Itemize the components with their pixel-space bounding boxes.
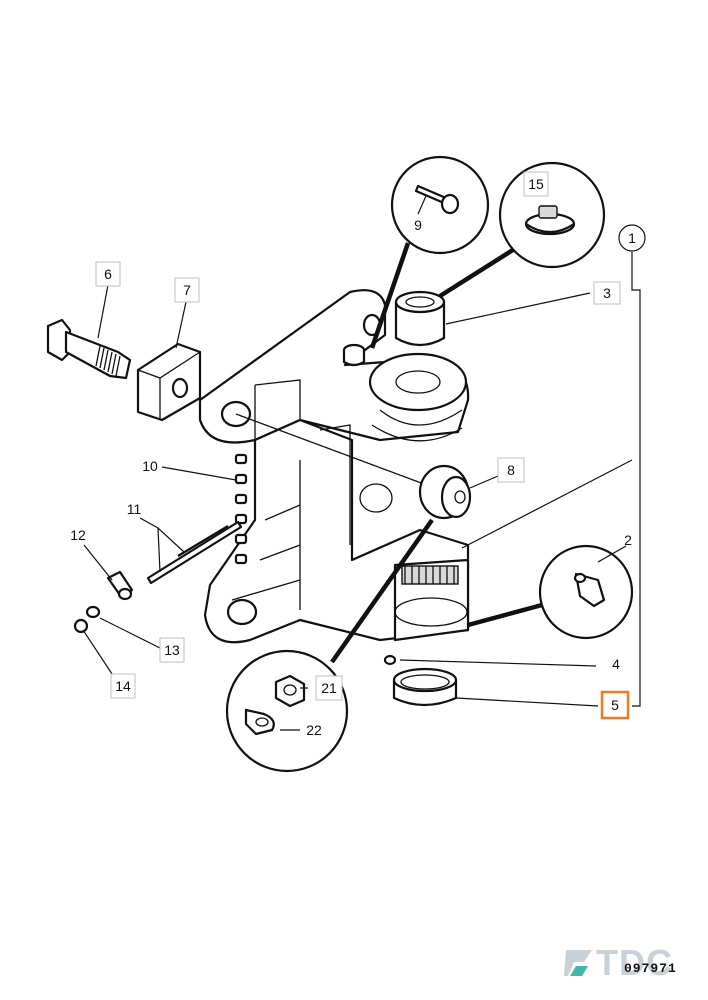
callout-2: 2 <box>624 532 632 548</box>
callout-6: 6 <box>95 261 121 287</box>
callout-2-text: 2 <box>624 532 632 548</box>
callout-1-text: 1 <box>628 230 636 246</box>
callout-14-text: 14 <box>115 678 131 694</box>
callout-7: 7 <box>174 277 200 303</box>
callout-10-text: 10 <box>142 458 158 474</box>
tdc-logo-icon <box>564 950 592 976</box>
part-13-14-nuts <box>73 605 101 634</box>
callout-9: 9 <box>414 217 422 233</box>
callout-12: 12 <box>70 527 86 543</box>
callout-10: 10 <box>142 458 158 474</box>
drawing-number: 097971 <box>624 961 677 976</box>
callout-11-text: 11 <box>127 501 142 517</box>
part-5-ring <box>392 667 458 707</box>
part-7-plate <box>136 342 202 422</box>
swing-bracket-casting <box>198 289 470 644</box>
callout-3-text: 3 <box>603 285 611 301</box>
callout-8-text: 8 <box>507 462 515 478</box>
leader-lines <box>82 195 633 731</box>
part-11-tubes <box>146 520 243 585</box>
part-12-elbow <box>106 570 134 601</box>
callout-12-text: 12 <box>70 527 86 543</box>
inset-detail-9 <box>369 155 490 349</box>
callout-1: 1 <box>618 224 646 252</box>
part-8-pivot-pin <box>418 464 472 520</box>
callout-8: 8 <box>497 457 525 483</box>
callout-22: 22 <box>306 722 322 738</box>
callout-9-text: 9 <box>414 217 422 233</box>
callout-21: 21 <box>315 675 343 701</box>
callout-15: 15 <box>523 171 549 197</box>
callout-3: 3 <box>593 281 621 305</box>
callout-13: 13 <box>159 637 185 663</box>
callout-4: 4 <box>612 656 620 672</box>
callout-14: 14 <box>110 673 136 699</box>
callout-4-text: 4 <box>612 656 620 672</box>
tdc-logo-text: TDC <box>596 942 673 983</box>
callout-5: 5 <box>600 690 630 720</box>
part-3-bushing <box>394 290 446 347</box>
part-4-nipple <box>383 654 397 666</box>
callout-5-text: 5 <box>611 697 619 713</box>
callout-6-text: 6 <box>104 266 112 282</box>
part-6-bolt <box>46 318 132 380</box>
callout-11: 11 <box>127 501 142 517</box>
callout-21-text: 21 <box>321 680 337 696</box>
callout-22-text: 22 <box>306 722 322 738</box>
callout-13-text: 13 <box>164 642 180 658</box>
inset-detail-2 <box>467 544 634 640</box>
callout-15-text: 15 <box>528 176 544 192</box>
side-studs <box>234 453 248 565</box>
callout-7-text: 7 <box>183 282 191 298</box>
assembly-bracket-1 <box>631 252 641 707</box>
